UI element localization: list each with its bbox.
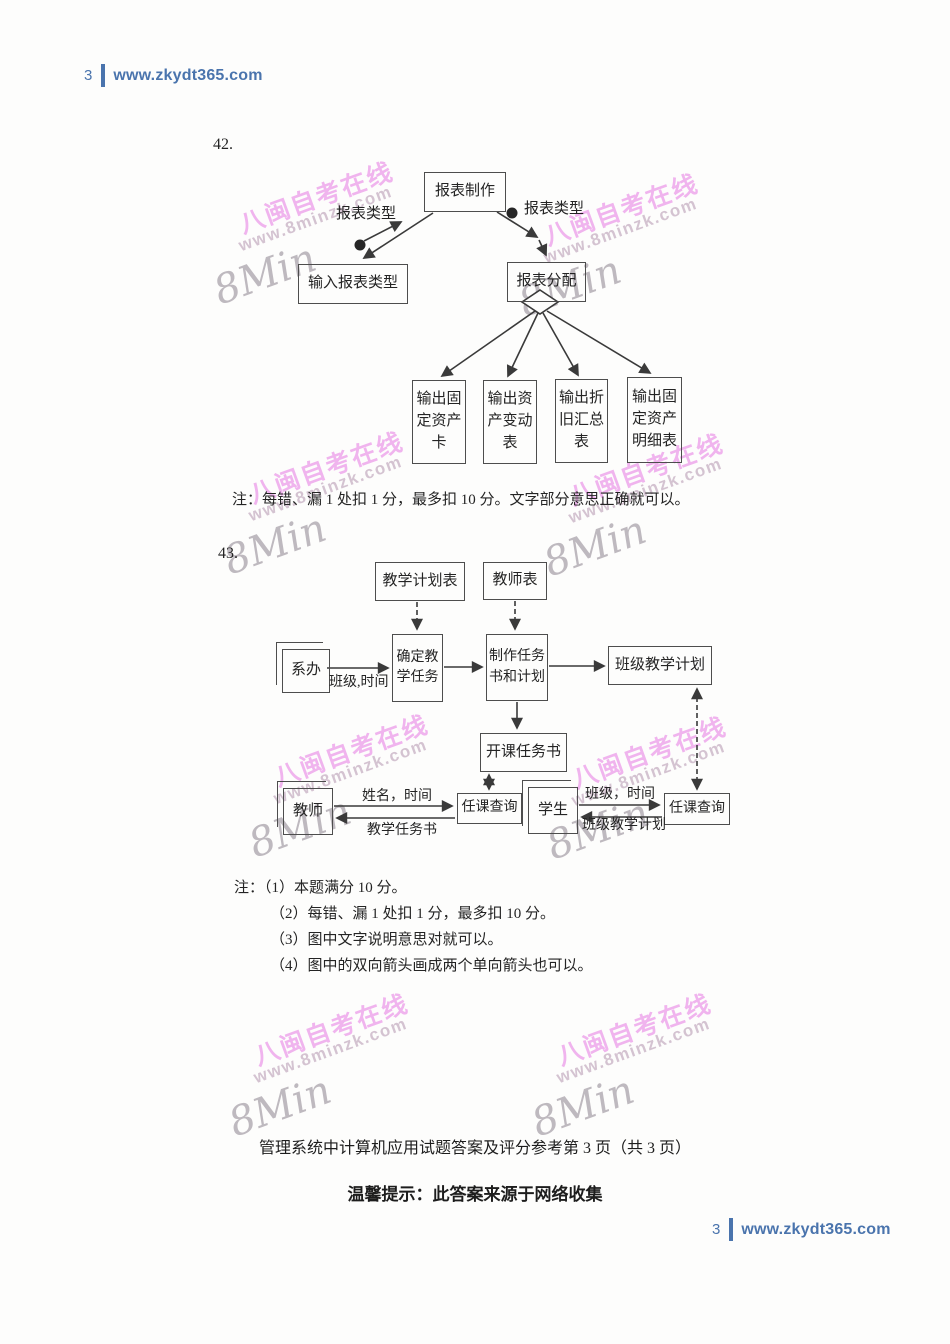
footer-doc-reference: 管理系统中计算机应用试题答案及评分参考第 3 页（共 3 页）: [258, 1140, 691, 1157]
footer-brand: 3 www.zkydt365.com: [712, 1218, 891, 1241]
watermark-title: 八闽自考在线: [235, 157, 398, 240]
header-divider-bar: [101, 64, 106, 87]
q43-note-3: （3）图中文字说明意思对就可以。: [270, 932, 503, 948]
q43-box-student: 学生: [522, 780, 578, 834]
watermark-url: www.8minzk.com: [251, 1013, 410, 1088]
header-site-url: www.zkydt365.com: [113, 66, 263, 84]
q43-note-2: （2）每错、漏 1 处扣 1 分，最多扣 10 分。: [270, 906, 556, 922]
watermark-title: 八闽自考在线: [250, 989, 413, 1072]
question-number-43: 43.: [218, 545, 238, 562]
q43-box-course-task-book: 开课任务书: [480, 733, 567, 772]
footer-page-number: 3: [712, 1221, 721, 1238]
q43-label-teaching-task-book: 教学任务书: [367, 823, 437, 838]
footer-tip: 温馨提示：此答案来源于网络收集: [347, 1185, 603, 1204]
q43-box-teacher-table: 教师表: [483, 562, 547, 600]
q42-box-report-make: 报表制作: [424, 172, 506, 212]
header-page-number: 3: [84, 67, 93, 84]
watermark-logo: 8Min: [222, 1067, 338, 1147]
q43-box-teaching-query-left: 任课查询: [457, 793, 522, 824]
q43-box-make-task-book-and-plan: 制作任务书和计划: [486, 634, 548, 701]
question-number-42: 42.: [213, 136, 233, 153]
flow-dot: [354, 239, 366, 251]
q42-box-report-dispatch: 报表分配: [507, 262, 586, 302]
q43-box-teacher: 教师: [277, 781, 333, 835]
q43-note-4: （4）图中的双向箭头画成两个单向箭头也可以。: [270, 958, 593, 974]
q43-label-class-time-right: 班级，时间: [585, 787, 655, 802]
footer-divider-bar: [729, 1218, 734, 1241]
q42-grading-note: 注：每错、漏 1 处扣 1 分，最多扣 10 分。文字部分意思正确就可以。: [232, 492, 690, 508]
watermark-logo: 8Min: [525, 1067, 641, 1147]
header-brand: 3 www.zkydt365.com: [84, 64, 263, 87]
q43-label-name-time: 姓名，时间: [362, 789, 432, 804]
q43-box-class-teaching-plan: 班级教学计划: [608, 646, 712, 685]
q43-label-class-time-left: 班级,时间: [329, 675, 389, 690]
q42-box-output-depreciation-summary: 输出折旧汇总表: [555, 379, 608, 463]
q42-box-output-fixed-asset-card: 输出固定资产卡: [412, 380, 466, 464]
watermark-title: 八闽自考在线: [553, 989, 716, 1072]
q42-label-report-type-right: 报表类型: [524, 201, 585, 217]
watermark-title: 八闽自考在线: [270, 710, 433, 793]
watermark-logo: 8Min: [537, 507, 653, 587]
q43-label-class-teaching-plan: 班级教学计划: [582, 818, 666, 833]
q43-box-determine-teaching-task: 确定教学任务: [392, 634, 443, 702]
q43-box-teaching-query-right: 任课查询: [664, 793, 730, 825]
q43-note-1: 注：（1）本题满分 10 分。: [234, 880, 407, 896]
q42-box-output-fixed-asset-detail: 输出固定资产明细表: [627, 377, 682, 463]
q42-label-report-type-left: 报表类型: [336, 206, 397, 222]
q43-box-dept-office: 系办: [276, 642, 330, 693]
watermark-url: www.8minzk.com: [554, 1013, 713, 1088]
q42-box-input-report-type: 输入报表类型: [298, 264, 408, 304]
q42-box-output-asset-change-table: 输出资产变动表: [483, 380, 537, 464]
q43-box-teaching-plan-table: 教学计划表: [375, 562, 465, 601]
footer-site-url: www.zkydt365.com: [741, 1220, 891, 1238]
flow-dot: [506, 207, 518, 219]
